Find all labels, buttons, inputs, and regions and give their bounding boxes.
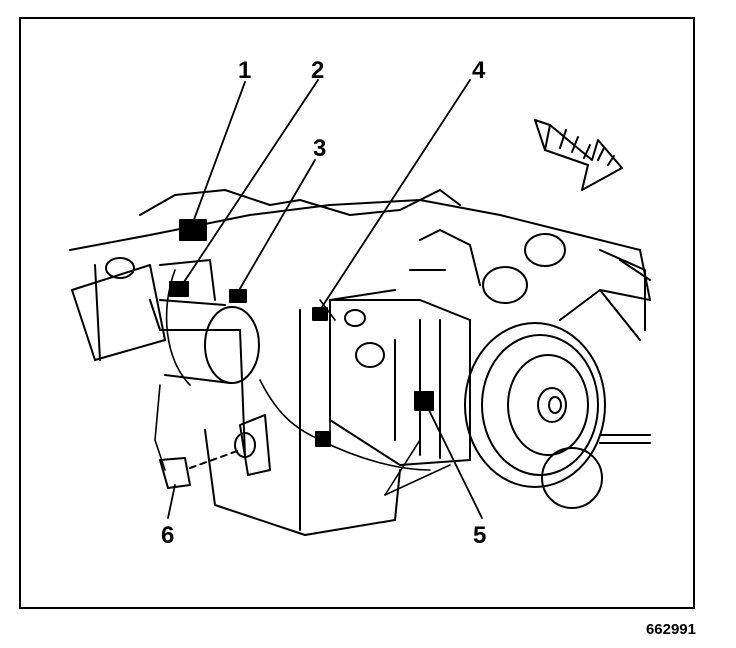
callout-1: 1 — [238, 57, 252, 84]
diagram-frame — [19, 17, 695, 609]
connector-2[interactable] — [169, 281, 189, 297]
connector-3[interactable] — [229, 289, 247, 303]
callout-3: 3 — [313, 135, 327, 162]
wiring-harness — [154, 269, 451, 496]
callout-5: 5 — [473, 522, 487, 549]
callout-leaders — [167, 79, 483, 519]
callout-2: 2 — [311, 57, 325, 84]
connector-5[interactable] — [414, 391, 434, 411]
figure-number: 662991 — [645, 621, 696, 638]
connector-mid[interactable] — [315, 431, 331, 447]
starter-motor — [71, 257, 260, 384]
connectors[interactable] — [169, 219, 434, 447]
engine-block — [69, 189, 651, 536]
oil-pressure-sensor — [159, 414, 271, 489]
connector-4[interactable] — [312, 307, 328, 321]
upper-right-components — [409, 229, 646, 331]
callout-6: 6 — [161, 522, 175, 549]
front-direction-arrow-icon — [534, 119, 623, 191]
callout-4: 4 — [472, 57, 486, 84]
